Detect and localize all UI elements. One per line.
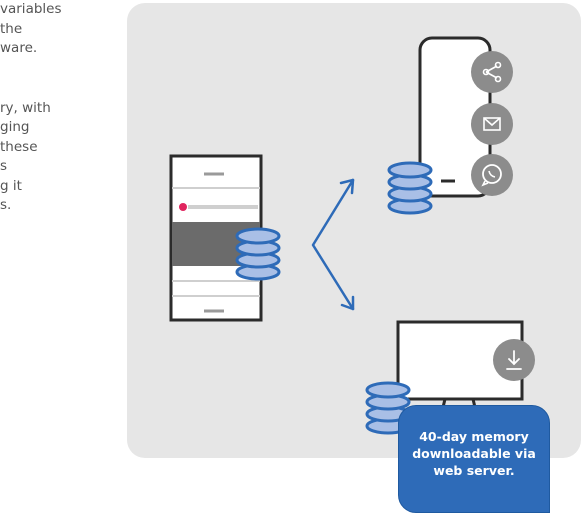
distribution-arrows [311,178,355,311]
status-indicator [179,203,187,211]
download-icon[interactable] [493,339,535,381]
text-line: these [0,138,38,155]
server-rack [169,154,263,322]
text-line: the [0,20,23,37]
callout-line: 40-day memory [419,429,529,444]
database-icon [387,161,433,215]
whatsapp-icon[interactable] [471,154,513,196]
callout-line: downloadable via [412,446,536,461]
text-line: ging [0,119,30,135]
text-line: s. [0,197,12,213]
database-icon [235,227,281,281]
description-text: variables the ware. ry, with ging these … [0,0,118,216]
callout-line: web server. [433,463,515,478]
text-line: variables [0,1,62,17]
text-line: g it [0,177,22,194]
memory-callout: 40-day memory downloadable via web serve… [398,405,550,513]
text-line: ry, with [0,99,51,116]
mail-icon[interactable] [471,103,513,145]
text-line: ware. [0,40,38,56]
text-line: s [0,158,8,174]
share-icon[interactable] [471,51,513,93]
